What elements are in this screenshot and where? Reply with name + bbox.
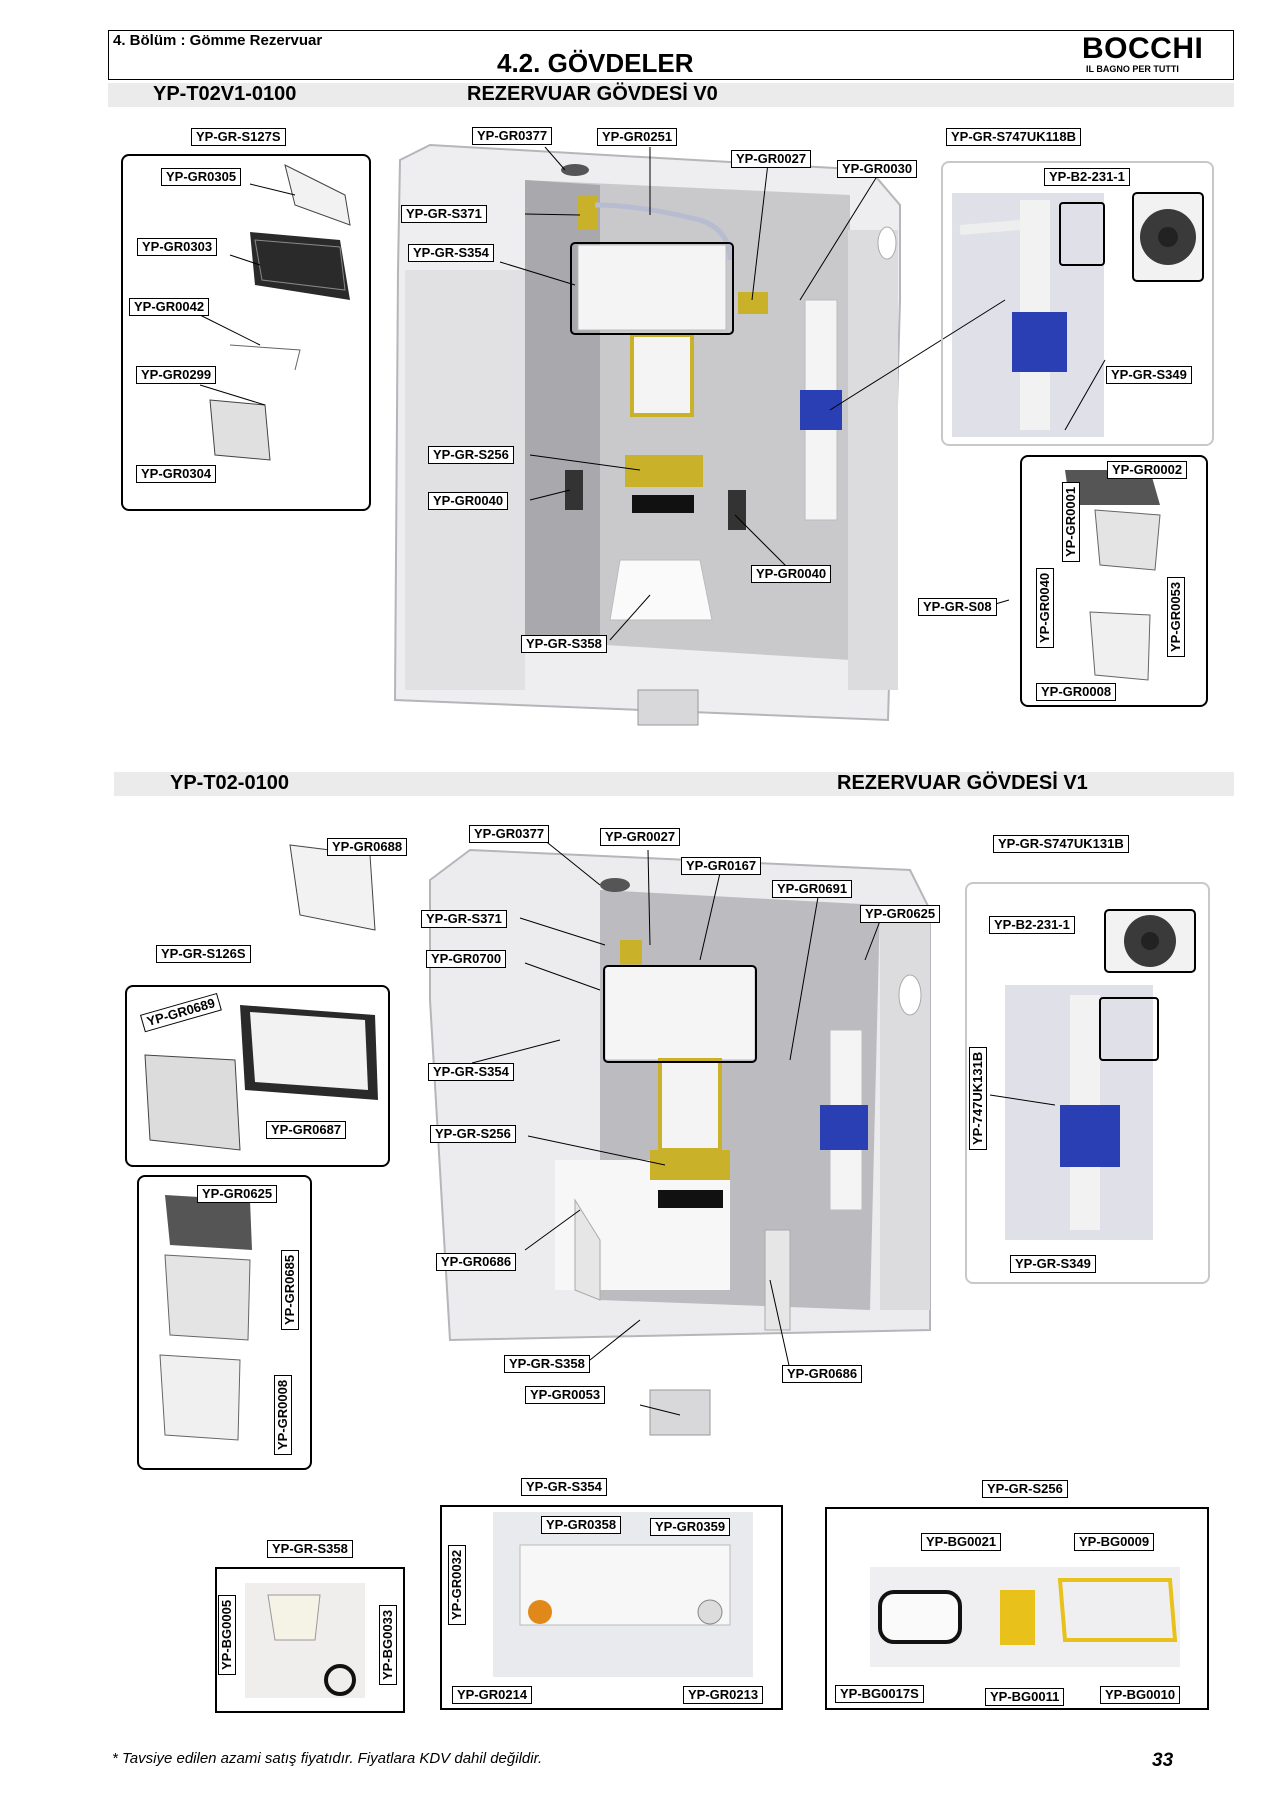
- label-gr0688: YP-GR0688: [327, 838, 408, 856]
- label-gr0685: YP-GR0685: [281, 1249, 299, 1330]
- frame-detail-s354: [440, 1505, 783, 1710]
- service-panel-parts-v0: [209, 164, 351, 461]
- label-gr0027-v0: YP-GR0027: [731, 150, 812, 168]
- brand-logo: BOCCHI: [1082, 32, 1204, 65]
- label-detail-s358: YP-GR-S358: [267, 1540, 353, 1558]
- label-gr0687: YP-GR0687: [266, 1121, 347, 1139]
- label-gr0305: YP-GR0305: [161, 168, 242, 186]
- label-s371-v1: YP-GR-S371: [421, 910, 507, 928]
- label-s256-v0: YP-GR-S256: [428, 446, 514, 464]
- label-gr0053-v0: YP-GR0053: [1167, 576, 1185, 657]
- fill-valve-photo-v1: [1005, 909, 1196, 1240]
- label-gr0377-v1: YP-GR0377: [469, 825, 550, 843]
- label-bg0005: YP-BG0005: [218, 1594, 236, 1675]
- label-s371-v0: YP-GR-S371: [401, 205, 487, 223]
- label-gr0042: YP-GR0042: [129, 298, 210, 316]
- frame-v0-fill-valve: [941, 161, 1214, 446]
- label-s354-v0: YP-GR-S354: [408, 244, 494, 262]
- frame-v1-cartridge: [137, 1175, 312, 1470]
- label-gr0299: YP-GR0299: [136, 366, 217, 384]
- label-gr0304: YP-GR0304: [136, 465, 217, 483]
- label-s126s: YP-GR-S126S: [156, 945, 251, 963]
- label-detail-s354: YP-GR-S354: [521, 1478, 607, 1496]
- footer-note: * Tavsiye edilen azami satış fiyatıdır. …: [112, 1750, 543, 1767]
- label-gr0040-v0v: YP-GR0040: [1036, 567, 1054, 648]
- frame-detail-s256: [825, 1507, 1209, 1710]
- frame-v1-fill-valve: [965, 882, 1210, 1284]
- label-gr0700: YP-GR0700: [426, 950, 507, 968]
- label-b2231-v0: YP-B2-231-1: [1044, 168, 1130, 186]
- brand-tagline: IL BAGNO PER TUTTI: [1086, 64, 1179, 74]
- label-bg0010: YP-BG0010: [1100, 1686, 1181, 1704]
- label-s358-v1: YP-GR-S358: [504, 1355, 590, 1373]
- label-gr0032: YP-GR0032: [448, 1544, 466, 1625]
- label-s349-v0: YP-GR-S349: [1106, 366, 1192, 384]
- label-gr0040-v0b: YP-GR0040: [751, 565, 832, 583]
- section-code-v0: YP-T02V1-0100: [153, 83, 297, 105]
- label-gr0053-v1: YP-GR0053: [525, 1386, 606, 1404]
- label-gr0303: YP-GR0303: [137, 238, 218, 256]
- panel-plate-v1: [289, 844, 376, 931]
- label-gr0027-v1: YP-GR0027: [600, 828, 681, 846]
- label-bg0011: YP-BG0011: [985, 1688, 1065, 1706]
- label-gr0002: YP-GR0002: [1107, 461, 1188, 479]
- section-title-v0: REZERVUAR GÖVDESİ V0: [467, 83, 718, 105]
- frame-v0-panel: [121, 154, 371, 511]
- leader-lines: [199, 146, 1106, 1416]
- label-s747uk118b: YP-GR-S747UK118B: [946, 128, 1081, 146]
- cartridge-parts-v1: [159, 1195, 252, 1441]
- label-gr0686-v1b: YP-GR0686: [782, 1365, 863, 1383]
- label-gr0625-v1b: YP-GR0625: [197, 1185, 278, 1203]
- frame-v1-panel: [125, 985, 390, 1167]
- section-band-v1: [114, 772, 1234, 796]
- label-s354-v1: YP-GR-S354: [428, 1063, 514, 1081]
- label-s127s: YP-GR-S127S: [191, 128, 286, 146]
- label-gr0359: YP-GR0359: [650, 1518, 731, 1536]
- label-uk131b: YP-747UK131B: [969, 1046, 987, 1150]
- tank-v0-illustration: [393, 143, 901, 726]
- frame-detail-s358: [215, 1567, 405, 1713]
- section-code-v1: YP-T02-0100: [170, 772, 289, 794]
- label-gr0167: YP-GR0167: [681, 857, 762, 875]
- label-gr0030: YP-GR0030: [837, 160, 918, 178]
- label-gr0008-v1: YP-GR0008: [274, 1374, 292, 1455]
- label-gr0686-v1a: YP-GR0686: [436, 1253, 517, 1271]
- label-bg0009: YP-BG0009: [1074, 1533, 1155, 1551]
- label-s349-v1: YP-GR-S349: [1010, 1255, 1096, 1273]
- label-s358-v0: YP-GR-S358: [521, 635, 607, 653]
- label-gr0214: YP-GR0214: [452, 1686, 533, 1704]
- section-title: 4.2. GÖVDELER: [497, 48, 694, 78]
- label-gr0213: YP-GR0213: [683, 1686, 764, 1704]
- frame-mesh-v1: [144, 1005, 378, 1151]
- label-gr0377-v0: YP-GR0377: [472, 127, 553, 145]
- label-bg0033: YP-BG0033: [379, 1604, 397, 1685]
- label-gr0001: YP-GR0001: [1062, 481, 1080, 562]
- frame-v0-cartridge: [1020, 455, 1208, 707]
- label-detail-s256: YP-GR-S256: [982, 1480, 1068, 1498]
- label-s747uk131b: YP-GR-S747UK131B: [993, 835, 1129, 853]
- label-gr0691: YP-GR0691: [772, 880, 853, 898]
- section-band-v0: [108, 83, 1234, 107]
- label-gr0358: YP-GR0358: [541, 1516, 622, 1534]
- label-gr0625-v1a: YP-GR0625: [860, 905, 941, 923]
- section-title-v1: REZERVUAR GÖVDESİ V1: [837, 772, 1088, 794]
- label-s08: YP-GR-S08: [918, 598, 997, 616]
- page-header-frame: [108, 30, 1234, 80]
- fill-valve-photo-v0: [952, 192, 1204, 437]
- label-bg0017s: YP-BG0017S: [835, 1685, 924, 1703]
- label-gr0040-v0a: YP-GR0040: [428, 492, 509, 510]
- tank-v1-illustration: [429, 848, 931, 1436]
- chapter-label: 4. Bölüm : Gömme Rezervuar: [113, 32, 323, 49]
- label-b2231-v1: YP-B2-231-1: [989, 916, 1075, 934]
- page-number: 33: [1152, 1750, 1174, 1771]
- label-s256-v1: YP-GR-S256: [430, 1125, 516, 1143]
- label-gr0251: YP-GR0251: [597, 128, 678, 146]
- label-gr0008-v0: YP-GR0008: [1036, 683, 1117, 701]
- label-bg0021: YP-BG0021: [921, 1533, 1002, 1551]
- detail-photos: [245, 1512, 1180, 1698]
